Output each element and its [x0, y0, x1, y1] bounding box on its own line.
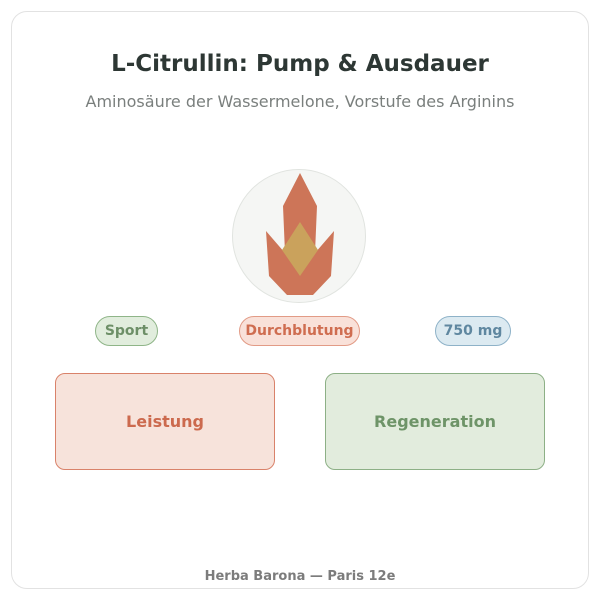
- flame-icon: [266, 173, 334, 295]
- page-title: L-Citrullin: Pump & Ausdauer: [111, 51, 489, 77]
- tag-dosage: 750 mg: [435, 316, 511, 346]
- tag-durchblutung: Durchblutung: [239, 316, 360, 346]
- footer-text: Herba Barona — Paris 12e: [204, 569, 396, 584]
- card-leistung: Leistung: [55, 373, 275, 470]
- card-regeneration: Regeneration: [325, 373, 545, 470]
- flame-diamond: [282, 222, 318, 276]
- emblem-circle: [232, 169, 366, 303]
- tag-sport: Sport: [95, 316, 158, 346]
- page-subtitle: Aminosäure der Wassermelone, Vorstufe de…: [85, 92, 515, 111]
